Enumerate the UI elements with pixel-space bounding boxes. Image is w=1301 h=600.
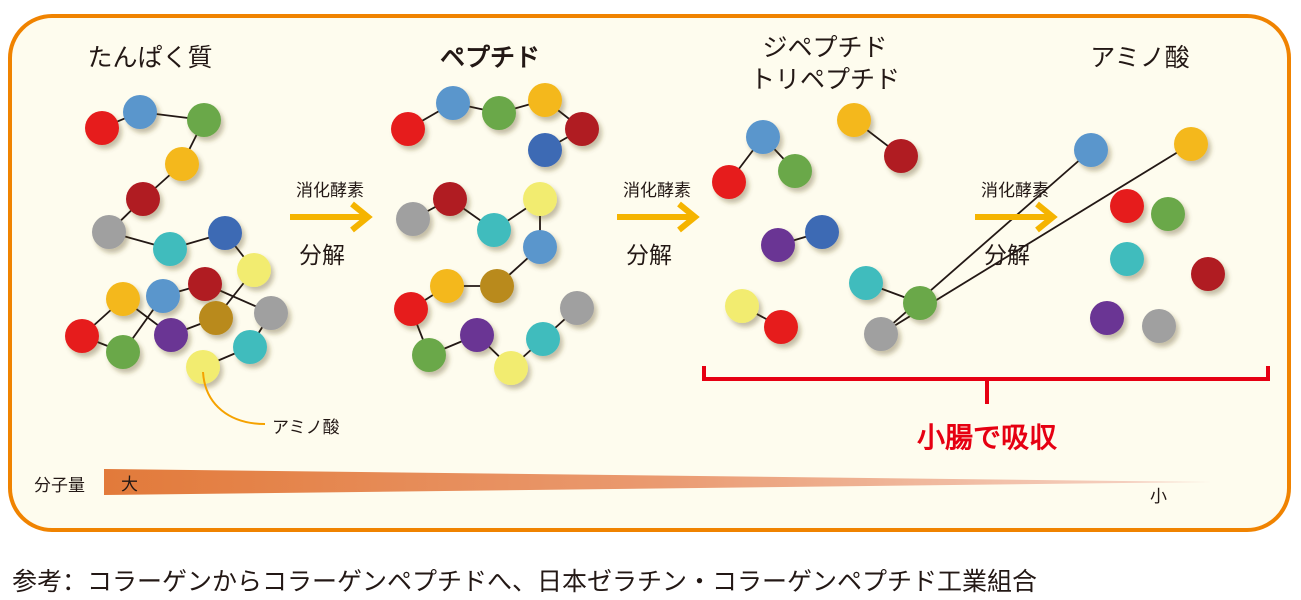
- amino-acid-ball-teal: [849, 266, 883, 300]
- stage-title-peptide: ペプチド: [439, 43, 541, 72]
- amino-acid-ball-blue: [1074, 133, 1108, 167]
- amino-acid-ball-green: [187, 103, 221, 137]
- amino-acid-ball-gray: [92, 215, 126, 249]
- amino-acid-ball-teal: [477, 213, 511, 247]
- amino-acid-callout: アミノ酸: [272, 418, 340, 438]
- amino-acid-ball-yellow: [430, 269, 464, 303]
- amino-acid-ball-lightyellow: [186, 350, 220, 384]
- arrow-icon: [617, 201, 700, 233]
- amino-acid-ball-green: [778, 154, 812, 188]
- amino-acid-balls: [65, 83, 1225, 385]
- amino-acid-ball-teal: [526, 322, 560, 356]
- reference-footer: 参考：コラーゲンからコラーゲンペプチドへ、日本ゼラチン・コラーゲンペプチド工業組…: [12, 567, 1038, 596]
- amino-acid-ball-gray: [254, 296, 288, 330]
- amino-acid-ball-gray: [560, 291, 594, 325]
- amino-acid-ball-darkblue: [805, 215, 839, 249]
- enzyme-label: 消化酵素: [981, 181, 1049, 201]
- amino-acid-ball-green: [412, 338, 446, 372]
- callout-line: [202, 371, 266, 425]
- molecular-weight-small: 小: [1150, 487, 1167, 507]
- amino-acid-ball-yellow: [1174, 127, 1208, 161]
- amino-acid-ball-gray: [1142, 309, 1176, 343]
- amino-acid-ball-red: [1110, 189, 1144, 223]
- amino-acid-ball-olive: [199, 301, 233, 335]
- amino-acid-ball-green: [1151, 197, 1185, 231]
- amino-acid-ball-darkblue: [208, 216, 242, 250]
- molecular-weight-label: 分子量: [34, 476, 85, 496]
- amino-acid-ball-red: [391, 112, 425, 146]
- amino-acid-ball-teal: [233, 330, 267, 364]
- amino-acid-ball-gray: [864, 317, 898, 351]
- amino-acid-ball-olive: [480, 269, 514, 303]
- molecular-weight-large: 大: [121, 475, 138, 495]
- amino-acid-ball-teal: [153, 232, 187, 266]
- amino-acid-ball-yellow: [106, 282, 140, 316]
- amino-acid-ball-blue: [746, 120, 780, 154]
- amino-acid-ball-red: [712, 165, 746, 199]
- amino-acid-ball-red: [85, 111, 119, 145]
- amino-acid-ball-darkred: [126, 182, 160, 216]
- stage-title-tripeptide: トリペプチド: [749, 65, 901, 94]
- amino-acid-ball-darkred: [565, 112, 599, 146]
- amino-acid-ball-lightyellow: [725, 289, 759, 323]
- amino-acid-ball-red: [65, 319, 99, 353]
- amino-acid-ball-purple: [154, 318, 188, 352]
- amino-acid-ball-green: [106, 335, 140, 369]
- amino-acid-ball-blue: [436, 86, 470, 120]
- absorption-bracket: [702, 366, 1270, 404]
- amino-acid-ball-lightyellow: [523, 182, 557, 216]
- decompose-label: 分解: [984, 243, 1030, 269]
- amino-acid-ball-gray: [396, 202, 430, 236]
- amino-acid-ball-blue: [523, 230, 557, 264]
- molecular-weight-wedge: [104, 469, 1212, 495]
- panel-border: [8, 14, 1291, 532]
- decompose-label: 分解: [299, 243, 345, 269]
- amino-acid-ball-green: [903, 286, 937, 320]
- absorption-label: 小腸で吸収: [916, 421, 1058, 454]
- amino-acid-ball-yellow: [528, 83, 562, 117]
- amino-acid-ball-lightyellow: [237, 253, 271, 287]
- amino-acid-ball-teal: [1110, 242, 1144, 276]
- enzyme-label: 消化酵素: [296, 181, 364, 201]
- amino-acid-ball-darkred: [188, 267, 222, 301]
- stage-title-dipeptide: ジペプチド: [762, 33, 888, 62]
- amino-acid-ball-purple: [460, 318, 494, 352]
- amino-acid-ball-red: [764, 310, 798, 344]
- amino-acid-ball-darkred: [884, 139, 918, 173]
- amino-acid-ball-purple: [1090, 301, 1124, 335]
- stage-title-protein: たんぱく質: [87, 43, 213, 72]
- amino-acid-ball-darkred: [1191, 257, 1225, 291]
- enzyme-label: 消化酵素: [623, 181, 691, 201]
- amino-acid-ball-darkblue: [528, 133, 562, 167]
- stage-title-amino-acid: アミノ酸: [1090, 43, 1190, 72]
- amino-acid-ball-green: [482, 96, 516, 130]
- arrow-icon: [975, 201, 1058, 233]
- amino-acid-ball-purple: [761, 228, 795, 262]
- amino-acid-ball-blue: [123, 95, 157, 129]
- amino-acid-ball-yellow: [837, 103, 871, 137]
- arrows: [290, 201, 1058, 233]
- arrow-icon: [290, 201, 373, 233]
- amino-acid-ball-lightyellow: [494, 351, 528, 385]
- amino-acid-ball-blue: [146, 279, 180, 313]
- amino-acid-ball-darkred: [433, 182, 467, 216]
- amino-acid-ball-red: [394, 292, 428, 326]
- amino-acid-ball-yellow: [165, 147, 199, 181]
- decompose-label: 分解: [626, 243, 672, 269]
